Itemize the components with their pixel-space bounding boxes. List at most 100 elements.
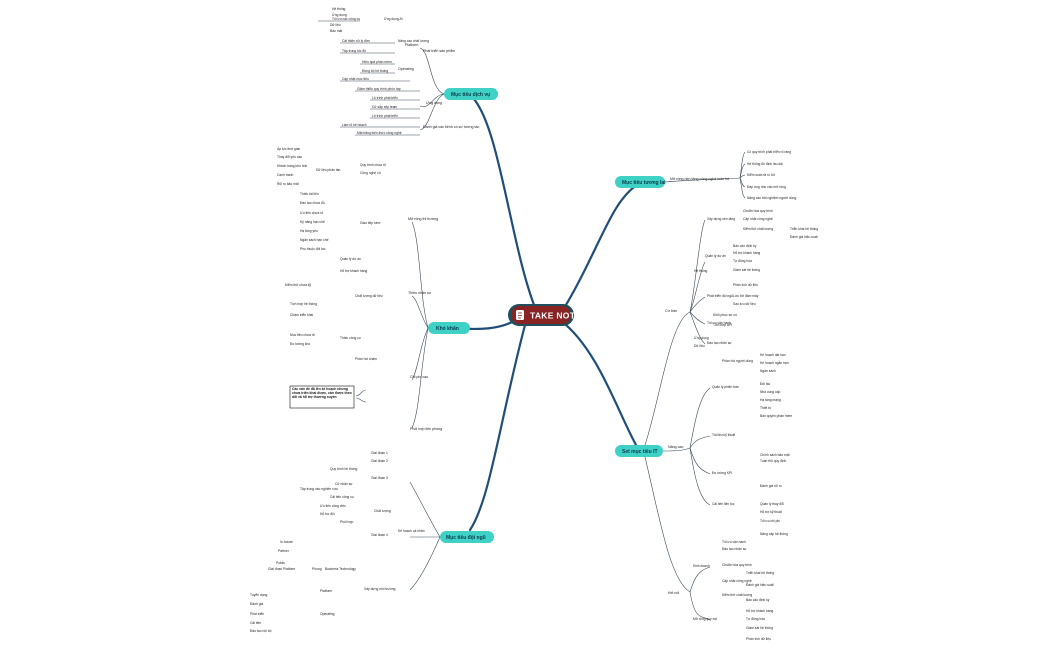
subtree-goal-tech: Mở rộng nền tảng công nghệ toàn bộ Có qu… (664, 150, 796, 200)
setup-leaf-3: Tối ưu vận hành (707, 321, 731, 325)
tech-item-1: Có quy trình phát triển rõ ràng (747, 150, 791, 154)
main-node-setup[interactable]: Set mục tiêu IT (615, 445, 663, 457)
branch-line-team (468, 323, 527, 532)
setup-low-10: Giám sát hệ thống (746, 626, 773, 630)
strategy-3: Phối hợp liên phòng (410, 427, 442, 431)
center-pill (511, 306, 571, 324)
setup-leaf-16: Sao lưu dữ liệu (733, 302, 756, 306)
tech-item-4: Đáp ứng nhu cầu mở rộng (747, 185, 786, 189)
team-20: Tuyển dụng (250, 593, 267, 597)
cx-roadmap-2: Lộ trình phát triển (372, 114, 398, 118)
strategy-27: Mục tiêu chưa rõ (290, 333, 315, 337)
setup-leaf-10: Báo cáo định kỳ (733, 244, 757, 248)
strategy-28: Đo lường khó (290, 342, 310, 346)
strategy-note-text: Các vấn đề đã lên kế hoạch nhưng chưa tr… (292, 387, 352, 399)
setup-business: Kinh doanh (693, 564, 710, 568)
strategy-25: Chậm triển khai (290, 313, 313, 317)
main-node-goal-tech[interactable]: Mục tiêu tương lai (615, 176, 666, 188)
setup-leaf-12: Tự động hóa (733, 259, 752, 263)
strategy-10: Cạnh tranh (277, 173, 293, 177)
setup-low-5: Triển khai hệ thống (746, 571, 774, 575)
setup-it-3: Dữ liệu (694, 344, 705, 348)
strategy-14: Giao tiếp kém (360, 221, 381, 225)
main-node-setup-label: Set mục tiêu IT (622, 449, 658, 455)
strategy-note: Các vấn đề đã lên kế hoạch nhưng chưa tr… (289, 385, 367, 409)
setup-mid-1: Tài liệu kỹ thuật (712, 433, 735, 437)
team-1: Giai đoạn 2 (371, 459, 388, 463)
subtree-setup: Cơ bản Nâng cao Kết nối Hệ thống Ứng dụn… (644, 209, 818, 641)
setup-low-4: Kiểm thử chất lượng (722, 593, 752, 597)
ux-order-handling: Cải thiện xử lý đơn (342, 39, 370, 43)
main-node-goal-rd-label: Mục tiêu dịch vụ (451, 92, 490, 98)
setup-scale: Mở rộng quy mô (693, 617, 717, 621)
strategy-23: Chất lượng dữ liệu (355, 294, 383, 298)
strategy-20: Quản lý dự án (340, 257, 361, 261)
rd-group-platform: Platform (405, 43, 418, 47)
strategy-26: Thiếu công cụ (340, 336, 361, 340)
main-node-strategy[interactable]: Khó khăn (428, 322, 470, 334)
team-7: Ưu tiên công việc (320, 504, 346, 508)
setup-mid-13: Chính sách bảo mật (760, 453, 790, 457)
team-11: Giai đoạn 4 (371, 533, 388, 537)
ux-apply-ai: Ứng dụng AI (384, 17, 403, 21)
strategy-6: Dữ liệu phân tán (316, 168, 341, 172)
setup-mid-15: Đánh giá rủi ro (760, 484, 782, 488)
main-node-goal-rd[interactable]: Mục tiêu dịch vụ (444, 88, 498, 100)
setup-leaf-14: Phân tích dữ liệu (733, 283, 758, 287)
team-21: Operating (320, 612, 335, 616)
main-node-goal-tech-label: Mục tiêu tương lai (622, 180, 666, 186)
setup-lower-leaves: Kinh doanh Mở rộng quy mô Tối ưu vận hàn… (689, 540, 774, 641)
team-23: Phát triển (250, 612, 264, 616)
setup-leaf-4: Đào tạo nhân sự (707, 341, 732, 345)
ux-leaf-3: Dữ liệu (330, 23, 341, 27)
setup-mid-8: Đối tác (760, 382, 771, 386)
setup-mid-3: Cải tiến liên tục (712, 502, 735, 506)
strategy-2: Chi phí cao (410, 375, 428, 379)
strategy-8: Thay đổi yêu cầu (277, 155, 302, 159)
rd-group-operating: Operating (398, 67, 414, 71)
ux-speed: Tập trung tốc độ (342, 49, 366, 53)
strategy-16: Kỹ năng hạn chế (300, 220, 325, 224)
setup-leaf-0: Xây dựng nền tảng (707, 217, 735, 221)
center-title: TAKE NOTES (530, 311, 587, 321)
tech-main: Mở rộng nền tảng công nghệ toàn bộ (670, 177, 729, 181)
setup-low-11: Phân tích dữ liệu (746, 637, 771, 641)
setup-mid-9: Nhà cung cấp (760, 390, 781, 394)
strategy-5: Công nghệ cũ (360, 171, 381, 175)
cx-plan: Làm rõ kế hoạch (342, 123, 367, 127)
rd-evaluate-channels: Đánh giá các kênh có sự tương tác (423, 125, 480, 129)
branch-line-goal-rd (468, 93, 540, 317)
cx-reduce-process: Giảm thiểu quy trình phức tạp (357, 87, 401, 91)
center-node[interactable]: TAKE NOTES (508, 304, 587, 326)
setup-mid-12: Bản quyền phần mềm (760, 414, 793, 418)
rd-product: Phát triển sản phẩm (423, 49, 455, 53)
team-15: Public (276, 561, 285, 565)
team-9: Phối hợp (340, 520, 354, 524)
branch-line-setup (558, 318, 642, 454)
branch-line-goal-tech (558, 181, 642, 317)
cx-team: Cử sắp xếp team (372, 104, 398, 109)
strategy-21: Hỗ trợ khách hàng (340, 268, 367, 273)
strategy-15: Ưu tiên chưa rõ (300, 211, 323, 215)
setup-leaf-11: Hỗ trợ khách hàng (733, 250, 760, 255)
ux-leaf-4: Bảo mật (330, 29, 342, 33)
subtree-strategy: Mở rộng thị trường Thiếu nhân sự Chi phí… (277, 147, 442, 431)
tech-item-3: Kiểm soát rủi ro tốt (747, 173, 775, 177)
strategy-4: Quy trình chưa rõ (360, 163, 386, 167)
main-node-team[interactable]: Mục tiêu đội ngũ (440, 531, 494, 543)
setup-low-3: Cập nhật công nghệ (722, 579, 752, 583)
setup-mid-5: Kế hoạch dài hạn (760, 353, 786, 357)
setup-middle-leaves: Quản lý phiên bản Tài liệu kỹ thuật Đo l… (689, 353, 793, 536)
setup-leaf-6: Cập nhật công nghệ (743, 217, 773, 221)
setup-leaf-15: Lưu trữ đám mây (733, 294, 759, 298)
setup-mid-6: Kế hoạch ngắn hạn (760, 360, 789, 365)
setup-mid-14: Tuân thủ quy định (760, 459, 786, 463)
strategy-1: Thiếu nhân sự (408, 291, 432, 295)
tech-item-5: Nâng cao trải nghiệm người dùng (747, 196, 796, 200)
ux-leaf-1: Hệ thống (332, 7, 346, 11)
team-4: Cử nhân sự (335, 482, 353, 486)
team-14: Partner (278, 549, 290, 553)
setup-mid-17: Hỗ trợ kỹ thuật (760, 509, 782, 514)
team-5: Tập trung vào nghiên cứu (300, 487, 338, 491)
